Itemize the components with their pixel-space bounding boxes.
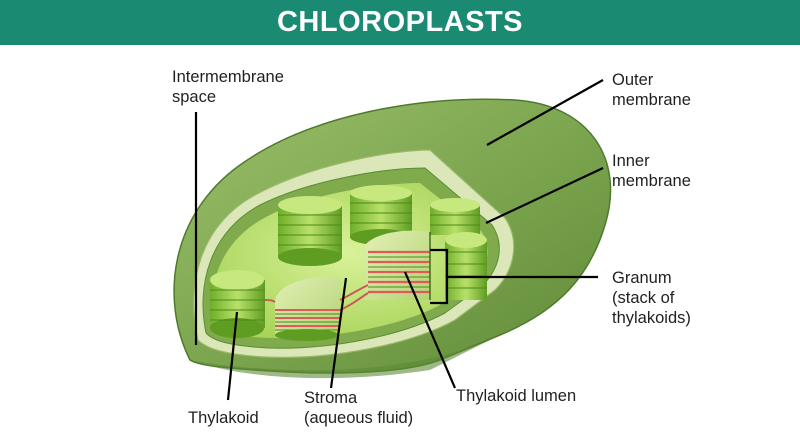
leader-thylakoid <box>226 311 239 401</box>
granum-back-left <box>278 196 342 266</box>
label-outer-membrane: Outer membrane <box>612 71 691 109</box>
diagram-title: CHLOROPLASTS <box>276 6 524 38</box>
label-intermembrane-space: Intermembrane space <box>172 68 284 106</box>
label-thylakoid: Thylakoid <box>188 409 259 427</box>
granum-right <box>445 232 487 300</box>
grana-stacks <box>210 185 487 341</box>
leader-lines <box>194 79 604 401</box>
label-granum: Granum (stack of thylakoids) <box>612 269 691 327</box>
granum-left <box>210 270 265 338</box>
leader-outer-membrane <box>486 79 604 146</box>
label-inner-membrane: Inner membrane <box>612 152 691 190</box>
leader-inner-membrane <box>485 167 604 224</box>
granum-cut-center <box>365 230 431 300</box>
label-stroma: Stroma (aqueous fluid) <box>304 389 414 427</box>
granum-cut-front <box>275 277 340 341</box>
granum-back-center <box>350 185 412 245</box>
label-thylakoid-lumen: Thylakoid lumen <box>456 387 577 405</box>
title-bar: CHLOROPLASTS <box>0 0 800 45</box>
granum-back-right <box>430 198 480 235</box>
leader-stroma <box>329 277 348 389</box>
leader-thylakoid-lumen <box>403 271 457 389</box>
